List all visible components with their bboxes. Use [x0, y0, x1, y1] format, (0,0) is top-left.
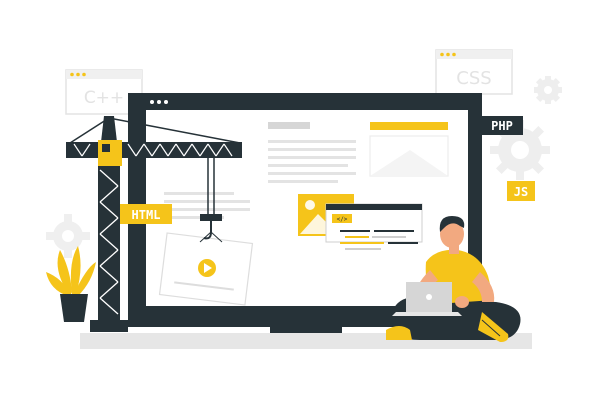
play-icon: [204, 263, 212, 273]
laptop-icon: [392, 282, 462, 316]
video-card: [158, 232, 254, 306]
cpp-label: C++: [84, 88, 124, 108]
code-snippet: </>: [337, 216, 348, 223]
css-label: CSS: [456, 68, 491, 89]
crane-icon: [66, 116, 242, 332]
code-window: </>: [325, 203, 423, 243]
html-tag: HTML: [120, 204, 172, 224]
gear-icon: [490, 120, 550, 180]
gear-icon: [46, 214, 90, 258]
plant-icon: [46, 246, 96, 322]
screen-content: </>: [158, 122, 449, 306]
css-window: CSS: [435, 49, 513, 95]
php-label: PHP: [491, 119, 513, 133]
php-tag: PHP: [481, 116, 523, 135]
person-icon: [386, 216, 521, 342]
html-label: HTML: [132, 208, 161, 222]
js-label: JS: [514, 185, 528, 199]
gear-icon: [534, 76, 562, 104]
js-tag: JS: [507, 181, 535, 201]
